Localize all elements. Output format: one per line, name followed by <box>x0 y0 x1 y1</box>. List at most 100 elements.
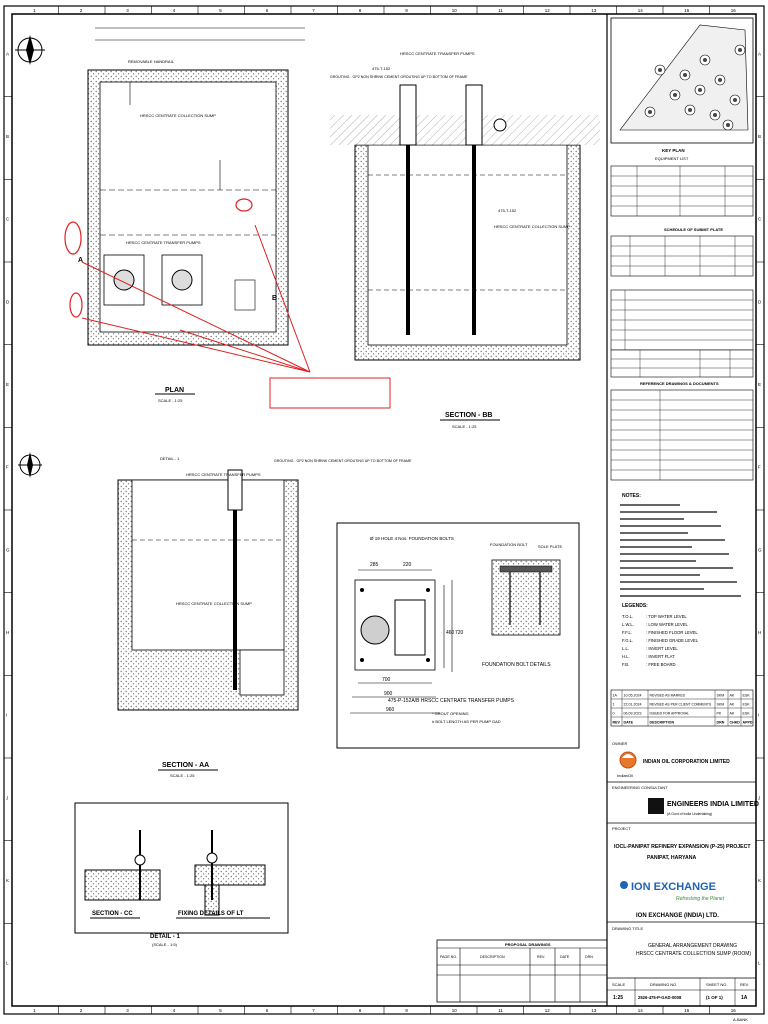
key-plan-graphic <box>644 44 746 131</box>
legend-meaning: : TOP WATER LEVEL <box>646 614 687 619</box>
border-row-label: G <box>758 547 762 552</box>
border-row-label: C <box>758 217 762 222</box>
dim-960: 960 <box>386 707 395 713</box>
border-col-label: 3 <box>126 8 129 13</box>
nozzle-table-title: SCHEDULE OF SUBMIT PLATE <box>664 227 723 232</box>
legend-meaning: : INVERT FLAT <box>646 654 675 659</box>
revision-cell: AK <box>730 694 735 698</box>
border-row-label: B <box>758 134 761 139</box>
border-col-label: 7 <box>312 8 315 13</box>
reference-drawings-title: REFERENCE DRAWINGS & DOCUMENTS <box>640 381 719 386</box>
border-col-label: 6 <box>266 1008 269 1013</box>
border-row-label: E <box>758 382 761 387</box>
border-col-label: 1 <box>33 1008 36 1013</box>
revision-cell: 1A <box>613 694 618 698</box>
border-col-label: 16 <box>731 8 737 13</box>
revision-cell: 06.09.2023 <box>624 712 642 716</box>
section-aa-title: SECTION - AA <box>162 762 209 769</box>
sole-plate-label: SOLE PLATE <box>538 544 562 549</box>
legend-meaning: : FINISHED FLOOR LEVEL <box>646 630 698 635</box>
scale-value: 1:25 <box>613 995 623 1001</box>
border-col-label: 3 <box>126 1008 129 1013</box>
border-row-label: D <box>758 299 762 304</box>
legend-abbr: L.W.L. <box>622 622 634 627</box>
plan-letter-b: B <box>272 295 277 302</box>
bb-sump-label: HRSCC CENTRATE COLLECTION SUMP <box>494 224 570 229</box>
aa-detail-ref: DETAIL - 1 <box>160 456 180 461</box>
border-row-label: E <box>6 382 9 387</box>
aa-sump-label: HRSCC CENTRATE COLLECTION SUMP <box>176 601 252 606</box>
border-col-label: 10 <box>452 1008 458 1013</box>
aa-pumps-label: HRSCC CENTRATE TRANSFER PUMPS <box>186 472 261 477</box>
section-bb-view: HRSCC CENTRATE TRANSFER PUMPS GROUTING -… <box>330 51 600 429</box>
detail-1-title: DETAIL - 1 <box>150 934 180 940</box>
border-col-label: 14 <box>638 8 644 13</box>
foundation-detail: 285 220 460 720 700 900 960 Ø 19 HOLE 4 … <box>336 522 580 749</box>
border-row-label: J <box>758 795 760 800</box>
proposal-table-title: PROPOSAL DRAWINGS <box>505 942 551 947</box>
drawing-title-label: DRAWING TITLE <box>612 926 643 931</box>
owner-label: OWNER <box>612 741 627 746</box>
sheet-value: (1 OF 1) <box>706 995 723 1000</box>
revision-cell: ISSUED FOR APPROVAL <box>650 712 690 716</box>
legend-abbr: H.L. <box>622 654 630 659</box>
foundation-pump-title: 475-P-152A/B HRSCC CENTRATE TRANSFER PUM… <box>388 698 515 704</box>
border-row-label: I <box>6 713 7 718</box>
plan-scale: SCALE - 1:25 <box>158 398 183 403</box>
legend-meaning: : INVERT LEVEL <box>646 646 678 651</box>
revision-cell: ESK <box>743 694 751 698</box>
legend-meaning: : LOW WATER LEVEL <box>646 622 689 627</box>
revision-cell: REVISED AS PER CLIENT COMMENTS <box>650 703 712 707</box>
border-row-label: B <box>6 134 9 139</box>
legend-meaning: : FINISHED GRADE LEVEL <box>646 638 699 643</box>
border-col-label: 5 <box>219 1008 222 1013</box>
revision-cell: AK <box>730 712 735 716</box>
revision-cell: ESK <box>743 703 751 707</box>
proposal-col-5: DRN <box>585 955 593 959</box>
revision-header-cell: APPD <box>743 721 753 725</box>
border-row-label: K <box>758 878 761 883</box>
revision-cell: SKM <box>717 703 725 707</box>
proposal-col-4: DATE <box>560 955 570 959</box>
bb-grouting-label: GROUTING - GP2 NON SHRINK CEMENT GROUTIN… <box>330 75 468 79</box>
dim-700: 700 <box>382 677 391 683</box>
border-col-label: 2 <box>80 8 83 13</box>
border-col-label: 4 <box>173 8 176 13</box>
border-col-label: 16 <box>731 1008 737 1013</box>
legend-abbr: T.O.L. <box>622 614 633 619</box>
removable-handrail-label: REMOVABLE HANDRAIL <box>128 59 175 64</box>
border-col-label: 1 <box>33 8 36 13</box>
markup-cloud-3 <box>235 198 253 212</box>
markup-callout-box <box>269 377 391 409</box>
eil-logo <box>648 798 664 814</box>
section-bb-title: SECTION - BB <box>445 412 492 419</box>
north-arrow-icon-2 <box>18 452 42 478</box>
rev-value: 1A <box>741 995 748 1001</box>
detail-1-block: SECTION - CC FIXING DETAILS OF LT DETAIL… <box>74 802 289 947</box>
border-row-label: K <box>6 878 9 883</box>
border-row-label: L <box>6 961 9 966</box>
owner-name: INDIAN OIL CORPORATION LIMITED <box>643 759 730 765</box>
project-place: PANIPAT, HARYANA <box>647 855 696 861</box>
drawing-no-label: DRAWING NO. <box>650 982 677 987</box>
revision-cell: 1 <box>613 703 615 707</box>
consultant-name: ENGINEERS INDIA LIMITED <box>667 801 759 808</box>
border-col-label: 9 <box>405 8 408 13</box>
border-row-label: A <box>758 51 761 56</box>
border-col-label: 6 <box>266 8 269 13</box>
revision-cell: SKM <box>717 694 725 698</box>
foundation-bolt-details-title: FOUNDATION BOLT DETAILS <box>482 662 551 668</box>
border-col-label: 12 <box>545 1008 551 1013</box>
right-panel-tables <box>610 165 754 481</box>
detail-1-scale: (SCALE - 1:5) <box>152 942 178 947</box>
contractor-name: ION EXCHANGE (INDIA) LTD. <box>636 913 719 919</box>
revision-cell: REVISED AS MARKED <box>650 694 686 698</box>
revision-cell: 0 <box>613 712 615 716</box>
legend-list: T.O.L. : TOP WATER LEVEL L.W.L. : LOW WATER… <box>622 614 699 667</box>
border-row-label: H <box>758 630 761 635</box>
border-row-label: D <box>6 299 10 304</box>
plan-sump-label: HRSCC CENTRATE COLLECTION SUMP <box>140 113 216 118</box>
revision-header-cell: DRN <box>717 721 725 725</box>
